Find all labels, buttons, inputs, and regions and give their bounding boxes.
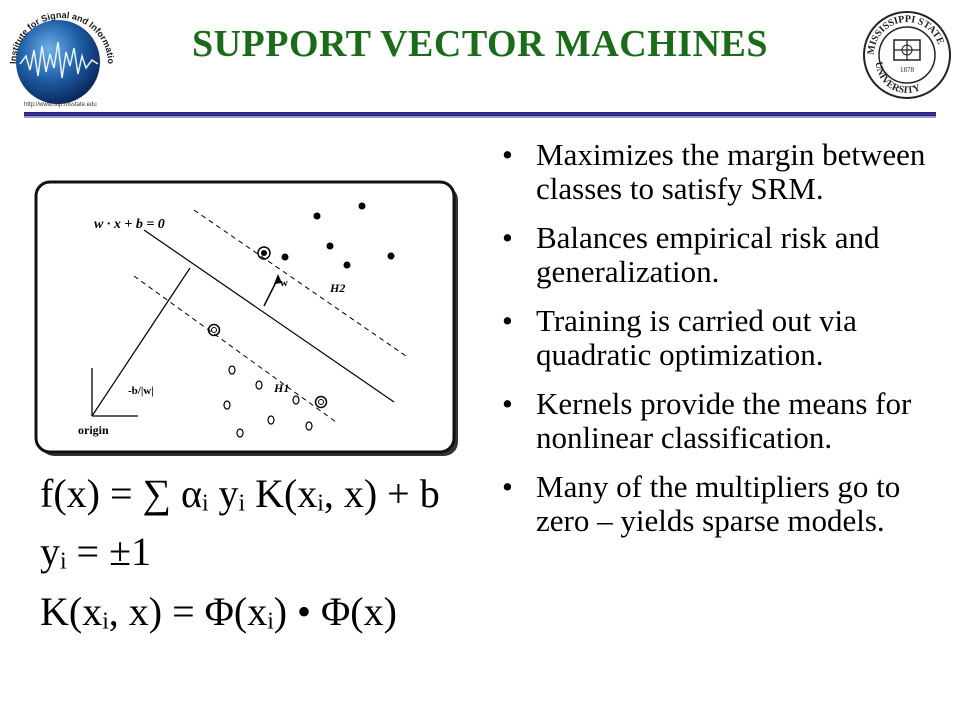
hyperplane-line xyxy=(143,229,395,403)
normal-vector-arrow xyxy=(274,274,282,284)
bullet-item: •Maximizes the margin between classes to… xyxy=(502,137,926,206)
offset-label: -b/|w| xyxy=(128,385,154,397)
support-vector-positive xyxy=(257,246,271,260)
isip-logo: Institute for Signal and Information Pro… xyxy=(3,0,122,114)
bullet-item: •Balances empirical risk and generalizat… xyxy=(502,220,880,289)
support-vector-negative xyxy=(207,323,221,337)
support-vector-negative-2 xyxy=(314,395,328,409)
svm-diagram: w · x + b = 0 w H2 H1 -b/|w| origin xyxy=(34,180,462,460)
msu-seal: MISSISSIPPI STATE UNIVERSITY 1878 xyxy=(862,10,952,100)
positive-class-points xyxy=(281,202,395,269)
university-seal-icon xyxy=(893,39,921,61)
seal-year: 1878 xyxy=(900,66,915,74)
bullet-item: •Training is carried out via quadratic o… xyxy=(502,303,857,372)
equation-decision-function: f(x) = ∑ αᵢ yᵢ K(xᵢ, x) + b xyxy=(40,471,440,516)
margin-h2-line xyxy=(193,209,407,357)
bullet-item: •Many of the multipliers go to zero – yi… xyxy=(502,469,901,538)
margin-h1-line xyxy=(133,275,337,423)
h2-label: H2 xyxy=(329,281,345,295)
slide-title: SUPPORT VECTOR MACHINES xyxy=(191,23,769,65)
origin-label: origin xyxy=(78,423,109,437)
hyperplane-label: w · x + b = 0 xyxy=(94,217,165,232)
distance-line xyxy=(91,267,191,417)
isip-url-text: http://www.isip.msstate.edu xyxy=(24,102,97,108)
title-rule xyxy=(24,112,936,116)
globe-icon xyxy=(16,20,100,104)
negative-class-points xyxy=(223,365,313,438)
h1-label: H1 xyxy=(273,381,289,395)
title-rule-shadow xyxy=(24,116,936,118)
equation-labels: yᵢ = ±1 xyxy=(40,529,152,574)
bullet-item: •Kernels provide the means for nonlinear… xyxy=(502,386,912,455)
w-label: w xyxy=(280,277,288,289)
bullet-list: •Maximizes the margin between classes to… xyxy=(500,138,940,553)
equation-kernel: K(xᵢ, x) = Φ(xᵢ) • Φ(x) xyxy=(40,589,397,634)
